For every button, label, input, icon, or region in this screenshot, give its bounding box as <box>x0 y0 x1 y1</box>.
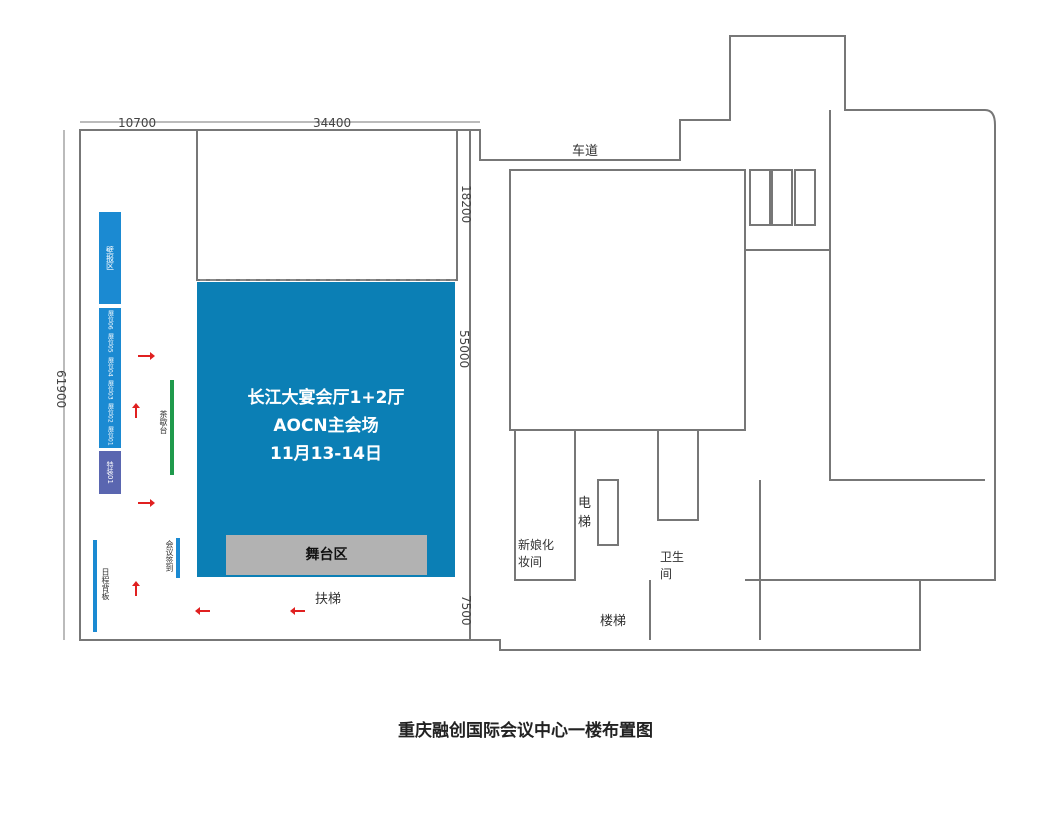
stairs-label: 楼梯 <box>600 614 627 629</box>
signin-desk: 会议签到 <box>165 540 174 572</box>
dim-top-main: 34400 <box>313 116 352 130</box>
dim-right: 55000 <box>457 330 471 369</box>
booth-04: 展位04 <box>106 356 114 377</box>
dim-left: 61900 <box>54 370 68 409</box>
escalator-label: 扶梯 <box>315 592 342 607</box>
elevator-label: 电梯 <box>578 496 592 530</box>
dim-bottom-right: 7500 <box>459 595 473 626</box>
bridal-room-label: 新娘化妆间 <box>518 538 555 569</box>
special-booth: 特装01 <box>99 451 121 494</box>
schedule-board: 日程背板 <box>101 568 110 600</box>
main-hall: 长江大宴会厅1+2厅 AOCN主会场 11月13-14日 <box>197 282 455 577</box>
restroom-label: 卫生间 <box>660 550 685 581</box>
poster-area: 壁报区 <box>99 212 121 304</box>
booth-03: 展位03 <box>106 379 114 400</box>
driveway-label: 车道 <box>572 144 599 159</box>
hall-dates: 11月13-14日 <box>269 444 383 464</box>
booth-02: 展位02 <box>106 403 114 423</box>
dim-top-left: 10700 <box>118 116 157 130</box>
map-caption: 重庆融创国际会议中心一楼布置图 <box>398 721 653 741</box>
tea-station: 茶歇台 <box>159 410 168 434</box>
poster-label: 壁报区 <box>105 246 115 270</box>
booth-06: 展位06 <box>106 309 114 330</box>
hall-name: 长江大宴会厅1+2厅 <box>247 388 405 408</box>
special-label: 特装01 <box>106 461 114 484</box>
stage-area: 舞台区 <box>226 535 427 575</box>
hall-event: AOCN主会场 <box>273 416 379 436</box>
booth-05: 展位05 <box>106 333 114 353</box>
dim-right-top: 18200 <box>459 185 473 224</box>
booth-01: 展位01 <box>106 426 114 447</box>
